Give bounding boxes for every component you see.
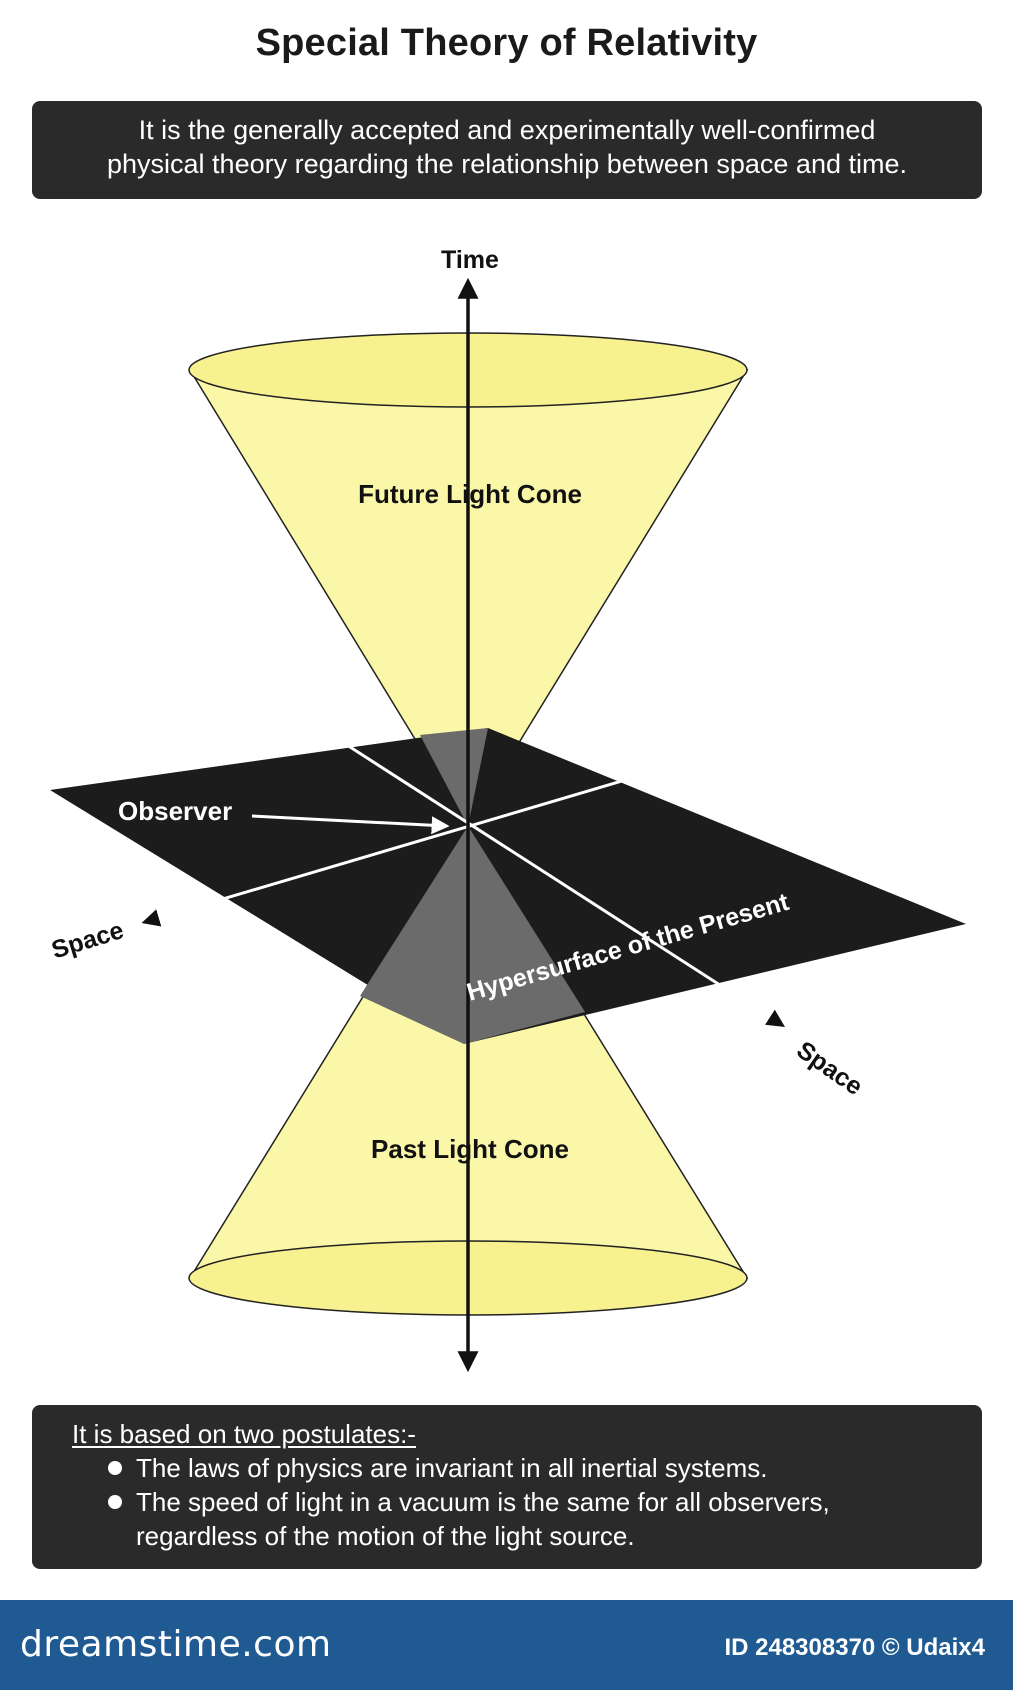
time-label: Time: [441, 246, 499, 274]
light-cone-diagram: Time Future Light Cone Past Light Cone O…: [48, 246, 966, 1373]
bullet-icon: [108, 1495, 122, 1509]
space-axis-2: [141, 755, 697, 927]
future-cone-label: Future Light Cone: [358, 479, 582, 509]
postulates-box: It is based on two postulates:- The laws…: [32, 1405, 982, 1569]
observer-arrow: [251, 814, 450, 835]
postulate-text-2-continuation: regardless of the motion of the light so…: [136, 1521, 635, 1551]
brand-logo: dreamstime.com: [20, 1624, 332, 1665]
postulate-text-1: The laws of physics are invariant in all…: [136, 1453, 768, 1483]
postulates-list: The laws of physics are invariant in all…: [72, 1451, 962, 1553]
space-left-label: Space: [48, 916, 127, 964]
image-credit: ID 248308370 © Udaix4: [724, 1634, 985, 1661]
observer-label: Observer: [118, 796, 232, 826]
footer-bar: dreamstime.com ID 248308370 © Udaix4: [0, 1600, 1013, 1690]
intro-line-2: physical theory regarding the relationsh…: [107, 149, 907, 179]
intro-line-1: It is the generally accepted and experim…: [138, 115, 876, 145]
postulate-item-1: The laws of physics are invariant in all…: [108, 1451, 962, 1485]
past-cone-label: Past Light Cone: [371, 1134, 569, 1164]
page-title: Special Theory of Relativity: [255, 22, 758, 64]
postulates-heading: It is based on two postulates:-: [72, 1419, 416, 1449]
postulate-item-2: The speed of light in a vacuum is the sa…: [108, 1485, 962, 1553]
intro-box: It is the generally accepted and experim…: [32, 101, 982, 199]
postulate-text-2: The speed of light in a vacuum is the sa…: [136, 1487, 830, 1517]
bullet-icon: [108, 1461, 122, 1475]
space-right-label: Space: [791, 1036, 867, 1101]
